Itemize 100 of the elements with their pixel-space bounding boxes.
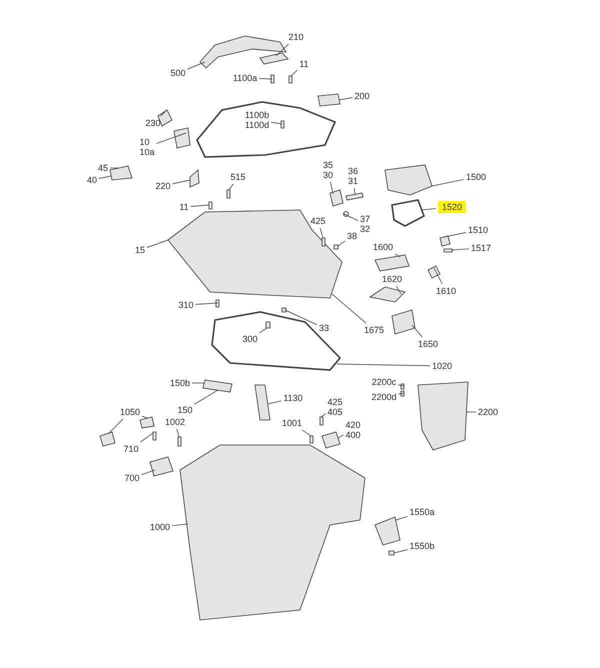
- part-drawing: [150, 456, 174, 476]
- callout-number: 400: [345, 430, 361, 440]
- part-drawing: [259, 52, 289, 64]
- leader-line: [228, 184, 234, 190]
- callout-number: 230: [145, 118, 161, 128]
- callout-number: 1050: [120, 407, 140, 417]
- callout-number: 1002: [164, 417, 186, 427]
- callout-number: 500: [170, 68, 186, 78]
- leader-line: [398, 384, 404, 386]
- leader-line: [336, 364, 430, 366]
- leader-line: [338, 434, 344, 438]
- part-drawing: [322, 238, 326, 246]
- callout-number: 1650: [418, 339, 438, 349]
- part-drawing: [174, 128, 190, 148]
- leader-line: [190, 204, 210, 207]
- callout-number: 33: [319, 323, 329, 333]
- callout-number: 1001: [282, 418, 302, 428]
- callout-number: 1500: [466, 172, 486, 182]
- leader-line: [338, 240, 346, 246]
- part-drawing: [384, 164, 432, 196]
- leader-line: [396, 286, 402, 294]
- leader-line: [290, 70, 298, 76]
- leader-line: [434, 268, 443, 284]
- part-drawing: [346, 192, 364, 200]
- leader-line: [420, 208, 436, 210]
- part-drawing: [196, 101, 336, 158]
- callout-number: 1520: [438, 201, 466, 213]
- callout-number: 40: [87, 175, 97, 185]
- callout-number: 1000: [150, 522, 170, 532]
- callout-number: 37: [360, 214, 370, 224]
- callout-number: 1100a: [232, 73, 258, 83]
- callout-number: 1130: [283, 393, 303, 403]
- leader-line: [320, 228, 324, 238]
- callout-number: 1550b: [409, 541, 435, 551]
- callout-number: 32: [360, 224, 370, 234]
- part-drawing: [368, 286, 406, 302]
- callout-number: 1550a: [409, 507, 435, 517]
- callout-number: 15: [135, 245, 145, 255]
- part-drawing: [391, 199, 425, 227]
- part-drawing: [167, 210, 342, 298]
- leader-line: [156, 132, 186, 144]
- leader-line: [330, 182, 334, 194]
- leader-line: [141, 470, 156, 476]
- part-drawing: [400, 390, 404, 396]
- callout-number: 2200c: [372, 377, 396, 387]
- callout-number: 1100d: [244, 120, 270, 130]
- part-drawing: [180, 444, 366, 620]
- part-drawing: [226, 190, 230, 198]
- leader-line: [394, 549, 408, 554]
- callout-number: 150: [177, 405, 193, 415]
- leader-line: [270, 122, 282, 124]
- leader-line: [172, 524, 188, 526]
- leader-line: [98, 176, 112, 179]
- part-drawing: [427, 265, 441, 279]
- leader-line: [195, 302, 218, 305]
- part-drawing: [318, 94, 340, 106]
- leader-line: [192, 382, 204, 384]
- callout-number: 36: [348, 166, 358, 176]
- part-drawing: [288, 76, 292, 84]
- callout-number: 150b: [170, 378, 190, 388]
- callout-number: 700: [124, 473, 140, 483]
- leader-line: [160, 112, 166, 116]
- leader-line: [332, 294, 366, 324]
- part-drawing: [152, 432, 156, 440]
- callout-number: 1100b: [244, 110, 270, 120]
- leader-line: [146, 240, 168, 248]
- leader-line: [268, 400, 282, 404]
- part-drawing: [418, 382, 468, 450]
- callout-number: 425: [310, 216, 326, 226]
- part-drawing: [216, 300, 220, 308]
- callout-number: 2200: [478, 407, 498, 417]
- callout-number: 420: [345, 420, 361, 430]
- callout-number: 210: [288, 32, 304, 42]
- callout-number: 35: [323, 160, 333, 170]
- leader-line: [444, 232, 466, 238]
- part-drawing: [211, 311, 342, 371]
- callout-number: 310: [178, 300, 194, 310]
- part-drawing: [208, 202, 212, 210]
- part-drawing: [140, 416, 154, 428]
- part-drawing: [178, 436, 182, 446]
- part-drawing: [190, 169, 200, 188]
- part-drawing: [321, 432, 341, 448]
- leader-line: [284, 310, 318, 326]
- part-drawing: [110, 166, 133, 180]
- part-drawing: [310, 436, 314, 444]
- part-drawing: [100, 431, 116, 446]
- leader-line: [398, 392, 404, 394]
- callout-number: 200: [354, 91, 370, 101]
- part-drawing: [270, 74, 274, 84]
- part-drawing: [320, 416, 324, 426]
- leader-line: [338, 97, 353, 100]
- leader-line: [108, 418, 124, 434]
- callout-number: 31: [348, 176, 358, 186]
- leader-line: [172, 180, 190, 184]
- callout-number: 1510: [468, 225, 488, 235]
- callout-number: 11: [179, 202, 189, 212]
- leader-line: [259, 328, 268, 334]
- part-drawing: [199, 36, 287, 69]
- leader-line: [194, 390, 218, 405]
- callout-number: 300: [242, 334, 258, 344]
